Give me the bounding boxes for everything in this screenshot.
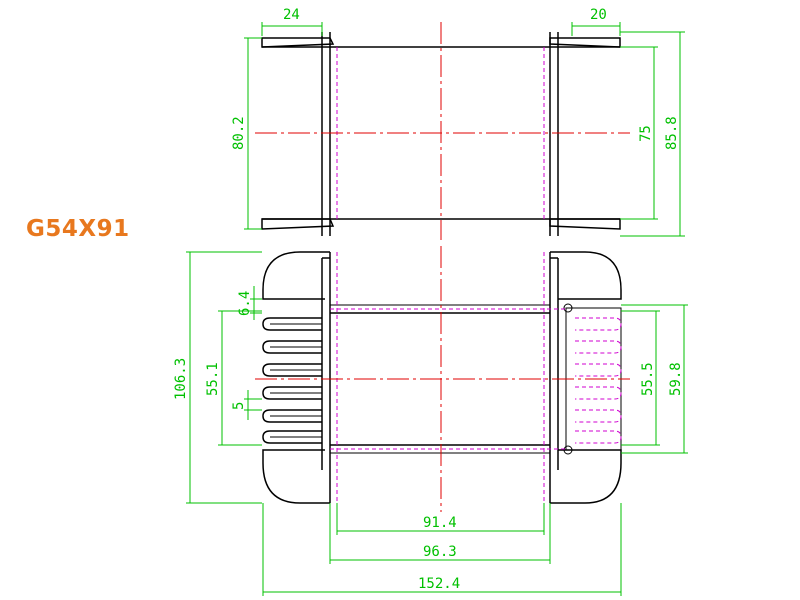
dim-bottom-height-overall: 106.3 [173,358,189,400]
dim-bottom-right-outer: 59.8 [668,362,684,396]
right-pin-hole-top [563,303,573,313]
dim-bottom-left-span: 55.1 [205,362,221,396]
dim-top-flange-right: 20 [590,7,607,23]
dim-top-height-inner: 75 [638,125,654,142]
left-pin-slots [262,317,322,444]
right-hidden-slots [575,317,622,444]
bottom-flange-left [262,251,330,504]
bottom-flange-right [550,251,622,504]
dim-bottom-width-mid: 96.3 [423,544,457,560]
dim-bottom-right-inner: 55.5 [640,362,656,396]
dim-bottom-width-inner: 91.4 [423,515,457,531]
part-title: G54X91 [26,216,130,242]
dim-bottom-slot-width: 6.4 [237,291,253,316]
dim-bottom-width-overall: 152.4 [418,576,460,592]
dim-top-height-outer: 80.2 [231,116,247,150]
bottom-view: 6.4 55.1 5 106.3 55.5 59.8 91.4 [173,246,688,596]
dim-top-flange-left: 24 [283,7,300,23]
top-view: 24 20 80.2 75 85.8 [231,7,685,240]
dim-top-height-overall: 85.8 [664,116,680,150]
dim-bottom-slot-pitch: 5 [231,402,247,410]
right-pin-hole-bottom [563,445,573,455]
